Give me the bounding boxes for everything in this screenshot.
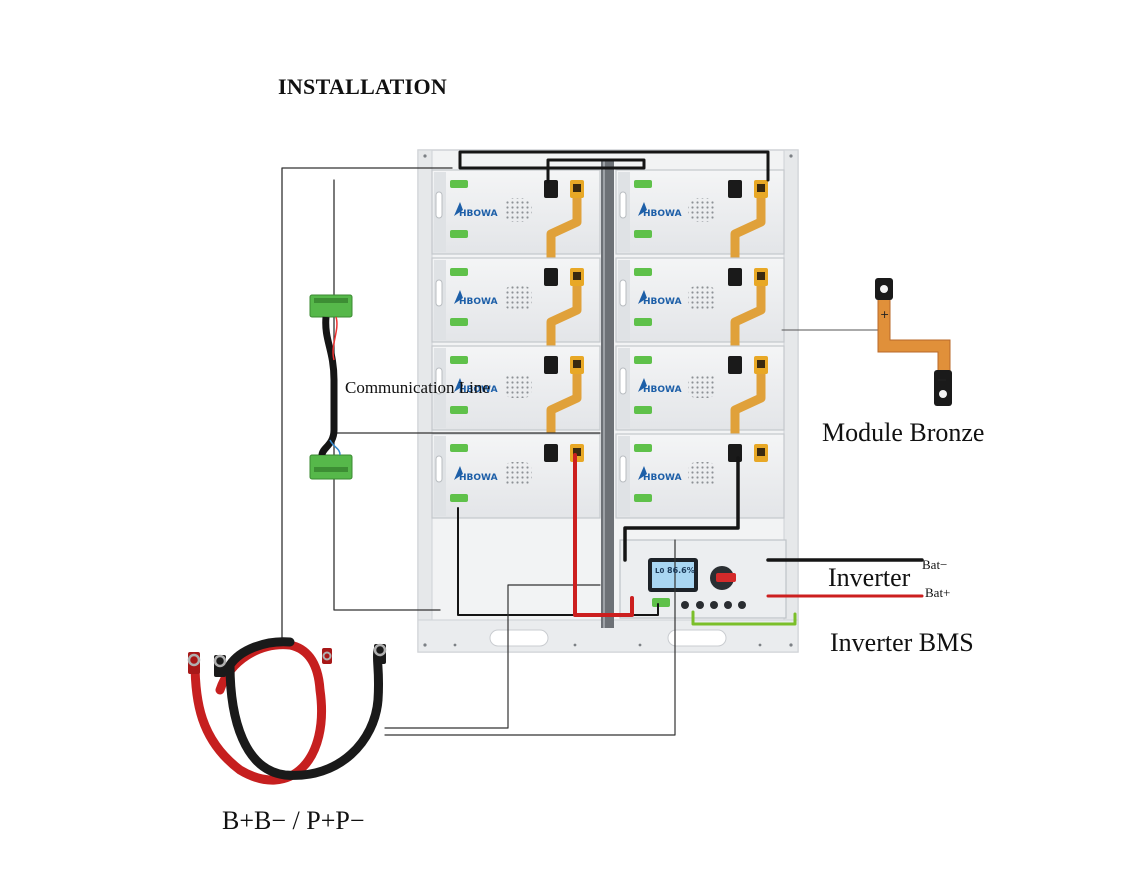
bronze-plus-sign: + xyxy=(880,308,889,321)
brand-logo-icon xyxy=(454,202,463,216)
comm-port-connector xyxy=(634,180,652,188)
page-title: INSTALLATION xyxy=(278,74,448,99)
comm-line-to-cables-1 xyxy=(384,584,601,729)
comm-port-connector xyxy=(634,356,652,364)
module-brand-text: HBOWA xyxy=(459,385,498,395)
battery-module: HBOWA xyxy=(431,257,601,356)
comm-port-connector xyxy=(450,268,468,276)
communication-cable xyxy=(309,294,353,480)
battery-module: HBOWA xyxy=(615,433,785,519)
comm-line-to-cables-2 xyxy=(384,539,676,736)
module-bronze-label: Module Bronze xyxy=(822,418,985,447)
copper-busbar xyxy=(730,198,766,268)
module-brand-text: HBOWA xyxy=(459,209,498,219)
comm-port-connector xyxy=(634,318,652,326)
comm-port-connector xyxy=(634,444,652,452)
power-cables xyxy=(187,637,387,785)
brand-logo-icon xyxy=(638,202,647,216)
inverter-bms-label: Inverter BMS xyxy=(830,628,974,657)
module-brand-text: HBOWA xyxy=(459,473,498,483)
module-brand-text: HBOWA xyxy=(643,473,682,483)
battery-module: HBOWA xyxy=(431,433,601,519)
negative-wire xyxy=(623,456,740,562)
comm-port-connector xyxy=(450,494,468,502)
comm-port-connector xyxy=(634,268,652,276)
cables-label: B+B− / P+P− xyxy=(222,806,365,835)
module-bronze-bar: + xyxy=(875,278,952,406)
bat-neg-label: Bat− xyxy=(922,557,948,572)
bms-lcd-prefix: L0 xyxy=(655,567,665,575)
module-brand-text: HBOWA xyxy=(643,209,682,219)
comm-wire-inner xyxy=(333,179,441,611)
communication-line-label: Communication Line xyxy=(345,378,490,397)
comm-port-connector xyxy=(450,180,468,188)
copper-busbar xyxy=(546,286,582,356)
battery-module: HBOWA xyxy=(615,345,785,444)
bat-pos-label: Bat+ xyxy=(925,585,951,600)
copper-busbar xyxy=(730,286,766,356)
inverter-label: Inverter xyxy=(828,563,911,592)
wiring xyxy=(281,150,924,736)
bms-lcd-reading: 86.6% xyxy=(667,566,695,575)
comm-wire-outer xyxy=(281,167,453,641)
comm-wire-bottom xyxy=(457,507,659,616)
battery-module: HBOWA xyxy=(431,169,601,268)
battery-module: HBOWA xyxy=(615,257,785,356)
brand-logo-icon xyxy=(454,378,463,392)
comm-port-connector xyxy=(450,318,468,326)
module-brand-text: HBOWA xyxy=(643,297,682,307)
top-interconnect-wire xyxy=(458,150,770,184)
module-brand-text: HBOWA xyxy=(459,297,498,307)
comm-port-connector xyxy=(634,494,652,502)
comm-port-connector xyxy=(634,406,652,414)
battery-module: HBOWA xyxy=(431,345,601,444)
comm-port-connector xyxy=(450,444,468,452)
copper-busbar xyxy=(730,374,766,444)
battery-modules: HBOWA HBOWA HBOWA HBOWA HBOWA HBOWA HBOWA HBOWA xyxy=(431,169,785,519)
comm-port-connector xyxy=(450,356,468,364)
brand-logo-icon xyxy=(638,378,647,392)
positive-wire xyxy=(573,453,634,617)
brand-logo-icon xyxy=(638,466,647,480)
bms-control-box xyxy=(619,539,787,619)
module-brand-text: HBOWA xyxy=(643,385,682,395)
inverter-bms-wire xyxy=(691,610,797,626)
comm-port-connector xyxy=(634,230,652,238)
black-cable xyxy=(225,637,384,780)
battery-module: HBOWA xyxy=(615,169,785,268)
brand-logo-icon xyxy=(638,290,647,304)
copper-busbar xyxy=(546,374,582,444)
comm-port-connector xyxy=(450,406,468,414)
comm-port-connector xyxy=(450,230,468,238)
copper-busbar xyxy=(546,198,582,268)
brand-logo-icon xyxy=(454,290,463,304)
brand-logo-icon xyxy=(454,466,463,480)
